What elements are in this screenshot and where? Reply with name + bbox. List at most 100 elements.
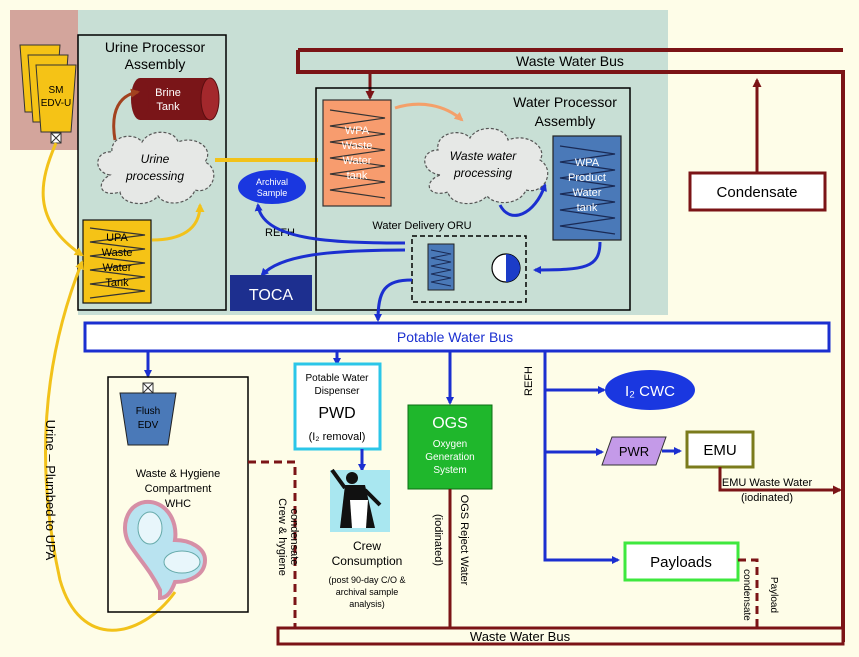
wpa-waste-coil — [329, 109, 386, 199]
flush-label-1: Flush — [136, 406, 160, 417]
upa-title-2: Assembly — [125, 56, 186, 72]
urine-processing-cloud — [97, 131, 215, 205]
brine-label-2: Tank — [156, 101, 180, 113]
waste-bus-bottom-label: Waste Water Bus — [470, 629, 571, 644]
flush-label-2: EDV — [138, 420, 159, 431]
crew-icon — [330, 468, 390, 532]
flush-valve-x — [142, 382, 154, 394]
crew-label-1: Crew — [353, 539, 381, 553]
urine-to-brine-arrow — [112, 88, 140, 141]
pwr-shape — [601, 436, 667, 466]
sm-label-2: EDV-U — [41, 98, 72, 109]
emu-ww-label-2: (iodinated) — [741, 492, 793, 504]
ogs-box — [407, 404, 493, 490]
crew-label-2: Consumption — [332, 554, 403, 568]
crew-cond-label-2: condensate — [288, 509, 300, 566]
upa-tank-label-4: Tank — [105, 277, 129, 289]
brine-tank — [131, 77, 220, 121]
waste-bus-top-label: Waste Water Bus — [516, 53, 624, 69]
wpa-prod-label-3: Water — [573, 187, 602, 199]
potable-bus-label: Potable Water Bus — [397, 329, 513, 345]
delivery-to-potable-arrow — [374, 278, 413, 322]
waste-bus-bottom — [276, 626, 845, 646]
pwd-label-4: (I₂ removal) — [309, 431, 366, 443]
toca-label: TOCA — [249, 287, 293, 304]
whc-box — [107, 376, 249, 613]
wpa-tank-to-proc-arrow — [394, 102, 464, 122]
toca-box — [230, 275, 312, 311]
refh-side-label: REFH — [523, 366, 535, 396]
archival-label-2: Sample — [257, 188, 288, 198]
emu-waste-line — [718, 467, 842, 495]
crew-label-3: (post 90-day C/O & — [328, 575, 405, 585]
archival-sample — [238, 170, 306, 204]
whc-label-1: Waste & Hygiene — [136, 468, 221, 480]
wpa-title-1: Water Processor — [513, 94, 617, 110]
wpa-assembly-box — [315, 87, 631, 311]
ogs-label-4: System — [433, 465, 466, 476]
delivery-tank-coil — [430, 249, 452, 287]
whc-label-2: Compartment — [145, 483, 212, 495]
refh-top-label: REFH — [265, 227, 295, 239]
ww-proc-label-2: processing — [453, 166, 512, 180]
water-delivery-label: Water Delivery ORU — [372, 220, 471, 232]
urine-plumbed-label: Urine – Plumbed to UPA — [43, 420, 58, 561]
sm-label-1: SM — [49, 85, 64, 96]
wpa-ww-label-3: Water — [343, 155, 372, 167]
emu-ww-label-1: EMU Waste Water — [722, 477, 813, 489]
urine-plumbed-line — [43, 260, 177, 632]
ogs-label-1: OGS — [432, 415, 468, 432]
pwd-box — [293, 362, 382, 451]
potable-water-bus — [83, 321, 831, 353]
water-delivery-box — [411, 235, 527, 303]
wpa-prod-label-1: WPA — [575, 157, 600, 169]
upa-tank-label-1: UPA — [106, 232, 128, 244]
proc-to-product-arrow — [498, 183, 547, 217]
crew-label-4: archival sample — [336, 587, 399, 597]
urine-proc-label-1: Urine — [141, 152, 170, 166]
delivery-tank — [427, 243, 455, 291]
condensate-box — [688, 171, 827, 212]
ww-proc-label-1: Waste water — [450, 149, 517, 163]
wpa-product-coil — [559, 145, 616, 235]
ogs-reject-label-2: (iodinated) — [432, 514, 444, 566]
delivery-to-toca-arrow — [260, 248, 406, 277]
wpa-ww-label-1: WPA — [345, 125, 370, 137]
ogs-reject-label-1: OGS Reject Water — [458, 495, 470, 586]
delivery-to-archival-arrow — [254, 203, 406, 245]
pwd-label-3: PWD — [318, 405, 355, 422]
flush-edv — [119, 392, 177, 446]
archival-label-1: Archival — [256, 177, 288, 187]
wpa-prod-label-4: tank — [577, 202, 598, 214]
wpa-ww-label-2: Waste — [342, 140, 373, 152]
brine-label-1: Brine — [155, 87, 181, 99]
pump-half — [506, 254, 520, 282]
waste-water-processing-cloud — [424, 127, 549, 205]
cwc-label: I₂ CWC — [625, 383, 675, 400]
upa-title-1: Urine Processor — [105, 39, 206, 55]
emu-label: EMU — [703, 442, 736, 459]
upa-tank-label-3: Water — [103, 262, 132, 274]
upa-tank-label-2: Waste — [102, 247, 133, 259]
upa-assembly-box — [77, 34, 227, 311]
ogs-label-3: Generation — [425, 452, 474, 463]
crew-label-5: analysis) — [349, 599, 385, 609]
wpa-title-2: Assembly — [535, 113, 596, 129]
payload-cond-label-2: condensate — [741, 569, 752, 621]
upa-tank-to-urine-arrow — [151, 203, 205, 242]
upa-tank-coil — [89, 227, 146, 299]
crew-cond-label-1: Crew & hygiene — [276, 498, 288, 576]
payloads-label: Payloads — [650, 554, 712, 571]
wpa-ww-label-4: tank — [347, 170, 368, 182]
payload-condensate-line — [738, 558, 759, 632]
urine-proc-label-2: processing — [125, 169, 184, 183]
cwc-ellipse — [605, 370, 695, 410]
bus-to-payloads-arrow — [543, 351, 620, 564]
toilet-icon — [123, 499, 208, 601]
crew-condensate-line — [248, 460, 297, 632]
pwd-label-2: Dispenser — [314, 386, 360, 397]
payload-cond-label-1: Payload — [768, 577, 779, 613]
sm-to-upa-arrow — [41, 142, 84, 257]
sm-edv-u — [19, 44, 77, 144]
